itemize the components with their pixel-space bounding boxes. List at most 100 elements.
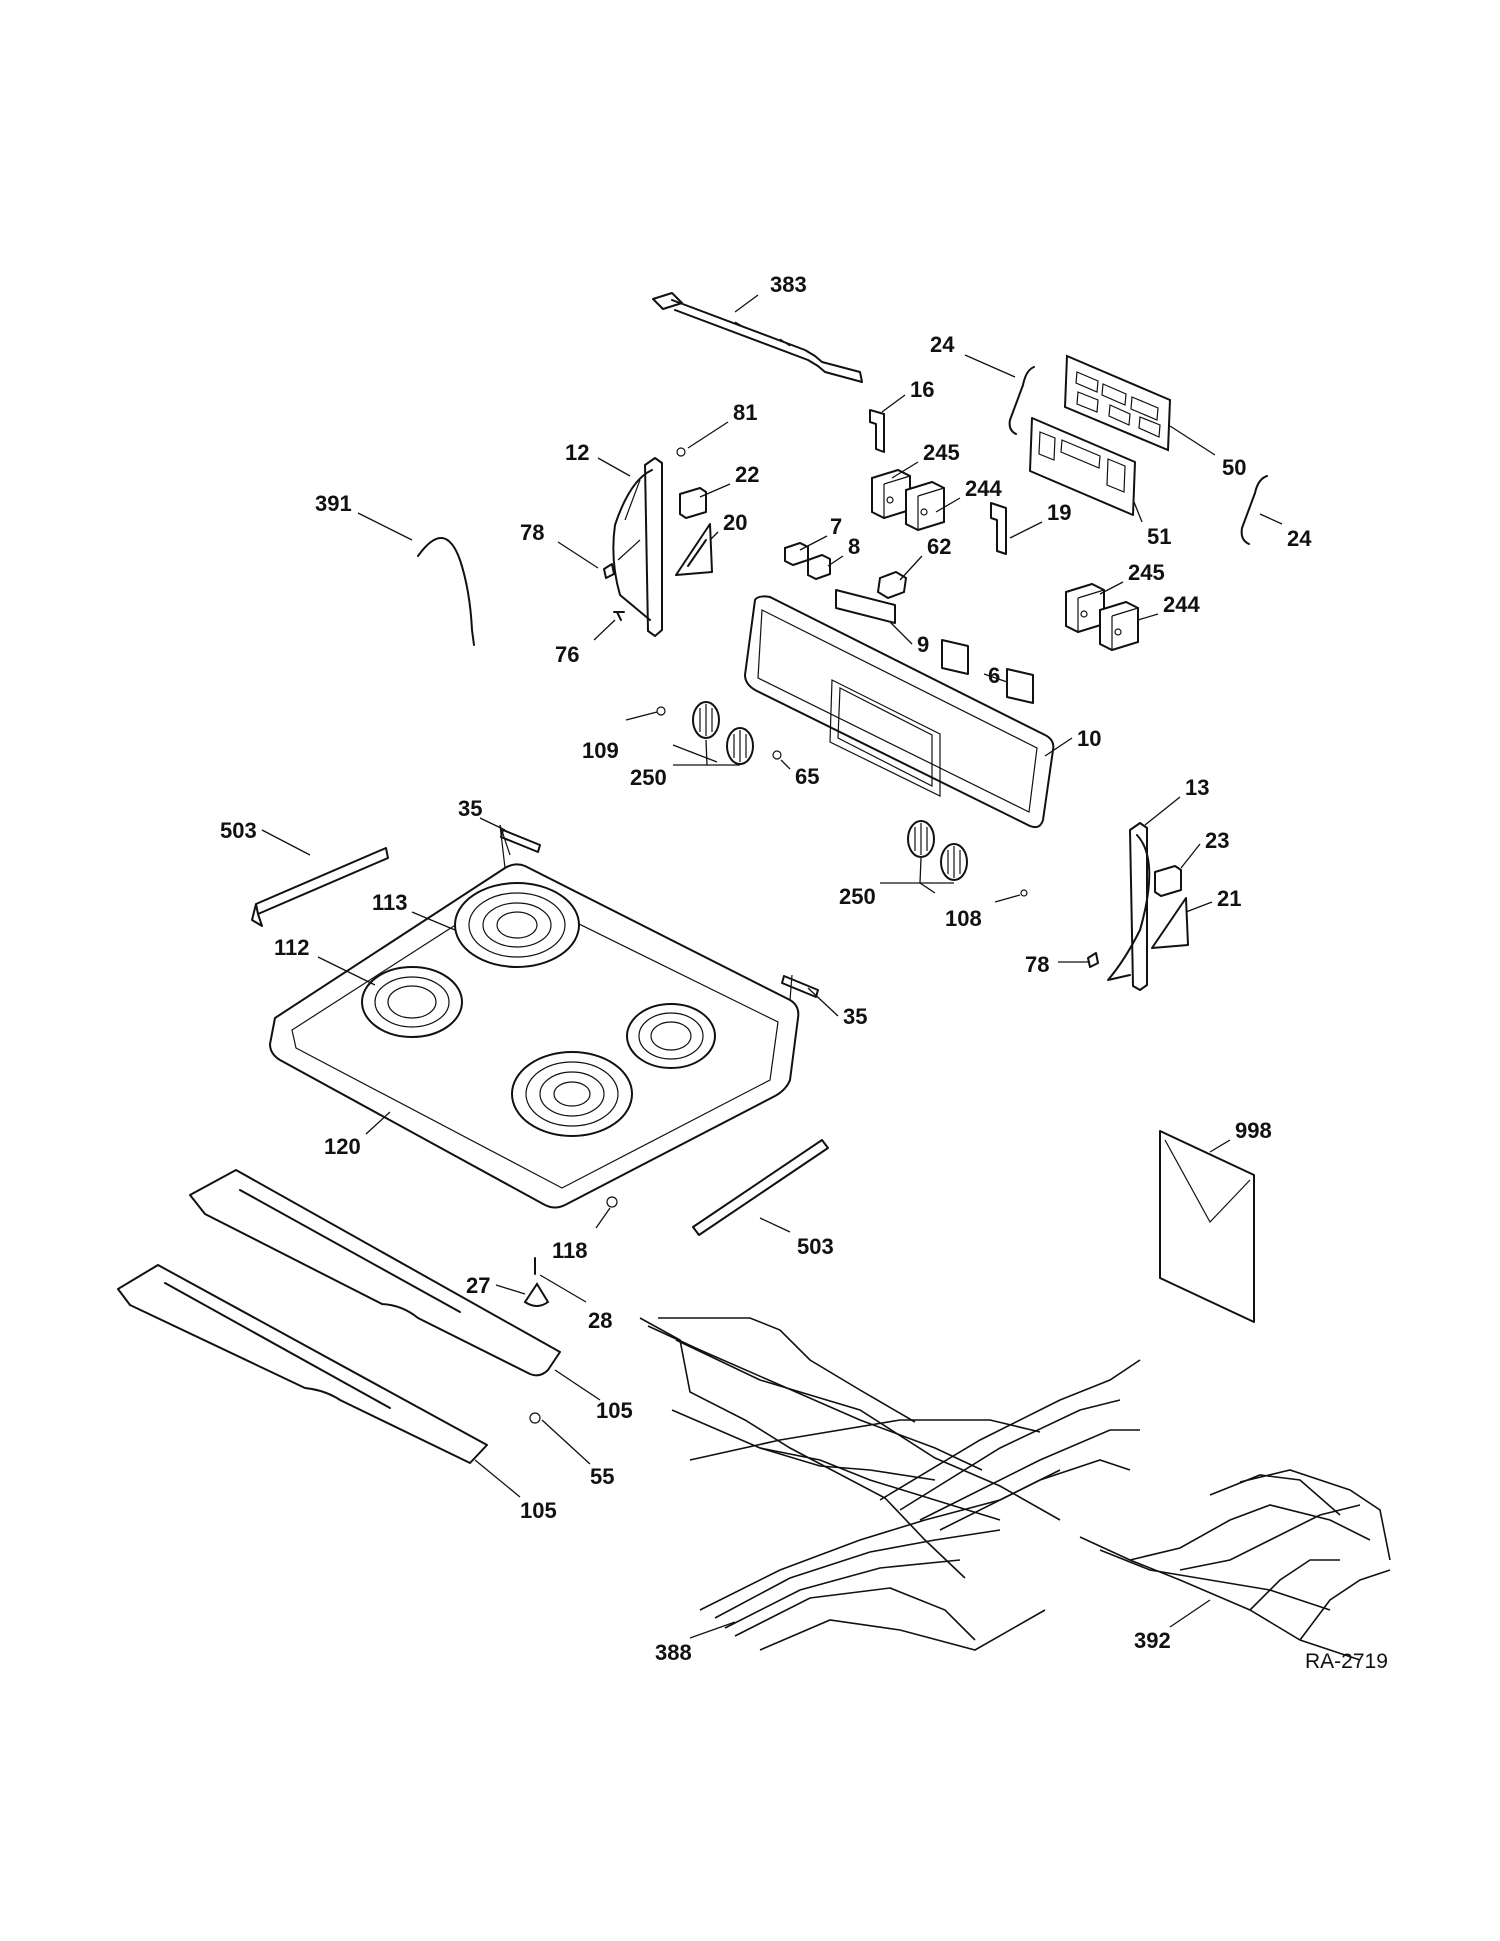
callout-245-lower: 245 (1128, 560, 1165, 585)
part-51-overlay (1029, 417, 1136, 516)
part-6-label-a (941, 639, 969, 675)
part-81-screw (676, 447, 686, 457)
part-244-switch-lower (1099, 600, 1139, 652)
callout-503-upper: 503 (220, 818, 257, 843)
callout-28: 28 (588, 1308, 612, 1333)
callout-109: 109 (582, 738, 619, 763)
burner-small-right (626, 1003, 716, 1069)
part-35-hinge-lower (781, 975, 819, 998)
part-78-fastener-lower (1087, 952, 1099, 968)
callout-10: 10 (1077, 726, 1101, 751)
callout-35-upper: 35 (458, 796, 482, 821)
part-12-side-trim (612, 457, 663, 637)
callout-62: 62 (927, 534, 951, 559)
callout-244-lower: 244 (1163, 592, 1200, 617)
callout-112: 112 (274, 935, 310, 960)
callout-24-lower: 24 (1287, 526, 1312, 551)
callout-383: 383 (770, 272, 807, 297)
callout-78-lower: 78 (1025, 952, 1049, 977)
callout-388: 388 (655, 1640, 692, 1665)
part-108-screw (1020, 889, 1028, 897)
part-13-side-trim (1107, 822, 1151, 991)
part-503-rail-lower (692, 1139, 829, 1236)
part-35-hinge-upper (500, 829, 541, 853)
callout-7: 7 (830, 514, 842, 539)
part-118-bumper (606, 1196, 618, 1208)
part-24-clip-lower (1240, 475, 1268, 545)
part-245-switch-upper (871, 468, 911, 520)
part-8-switch (807, 553, 831, 581)
part-6-label-b (1006, 668, 1034, 704)
callout-118: 118 (552, 1238, 588, 1263)
callout-35-lower: 35 (843, 1004, 867, 1029)
part-50-control-board (1063, 354, 1172, 452)
callout-391: 391 (315, 491, 352, 516)
callout-81: 81 (733, 400, 757, 425)
part-27-bumper (523, 1282, 550, 1307)
part-55-bumper (529, 1412, 541, 1424)
part-105-bracket-lower (117, 1264, 488, 1464)
callout-108: 108 (945, 906, 982, 931)
part-244-switch-upper (905, 480, 945, 532)
callout-113: 113 (372, 890, 408, 915)
callout-13: 13 (1185, 775, 1209, 800)
callout-250-upper: 250 (630, 765, 667, 790)
part-250-knobs-upper (692, 701, 754, 765)
part-113-burner-large (454, 882, 580, 968)
callout-20: 20 (723, 510, 747, 535)
part-105-bracket-upper (189, 1169, 561, 1377)
part-16-shield (869, 409, 885, 453)
callout-27: 27 (466, 1273, 490, 1298)
callout-21: 21 (1217, 886, 1241, 911)
callout-55: 55 (590, 1464, 614, 1489)
callout-23: 23 (1205, 828, 1229, 853)
callout-24-upper: 24 (930, 332, 955, 357)
part-998-literature (1159, 1130, 1255, 1323)
part-388-harness (639, 1317, 1141, 1651)
callout-22: 22 (735, 462, 759, 487)
part-109-screw (656, 706, 666, 716)
part-22-bracket (679, 487, 707, 519)
part-383-bracket (652, 292, 863, 383)
part-21-gusset (1151, 897, 1189, 949)
callout-105-lower: 105 (520, 1498, 557, 1523)
callout-51: 51 (1147, 524, 1171, 549)
callout-6: 6 (988, 663, 1000, 688)
part-23-bracket (1154, 865, 1182, 897)
callout-labels: 383 24 16 81 12 245 22 50 391 244 19 78 … (220, 272, 1388, 1673)
part-65-screw (772, 750, 782, 760)
part-392-harness (1079, 1469, 1391, 1661)
callout-12: 12 (565, 440, 589, 465)
leader-lines (261, 294, 1283, 1639)
callout-19: 19 (1047, 500, 1071, 525)
part-391-wire (417, 537, 475, 646)
callout-244-upper: 244 (965, 476, 1002, 501)
burner-front (511, 1051, 633, 1137)
part-19-shield (990, 502, 1007, 555)
callout-503-lower: 503 (797, 1234, 834, 1259)
callout-245-upper: 245 (923, 440, 960, 465)
part-112-burner-medium (361, 966, 463, 1038)
callout-250-lower: 250 (839, 884, 876, 909)
callout-78-upper: 78 (520, 520, 544, 545)
part-503-rail-upper (251, 847, 389, 927)
part-78-fastener-upper (603, 563, 615, 579)
callout-120: 120 (324, 1134, 361, 1159)
parts-drawing (117, 292, 1391, 1661)
part-76-screw (613, 611, 625, 621)
callout-9: 9 (917, 632, 929, 657)
part-62-switch (876, 570, 908, 600)
part-24-clip-upper (1008, 366, 1035, 435)
callout-65: 65 (795, 764, 819, 789)
callout-76: 76 (555, 642, 579, 667)
part-245-switch-lower (1065, 582, 1105, 634)
callout-105-upper: 105 (596, 1398, 633, 1423)
callout-8: 8 (848, 534, 860, 559)
part-250-knobs-lower (907, 820, 968, 881)
part-9-lens (835, 589, 896, 624)
callout-392: 392 (1134, 1628, 1171, 1653)
part-10-control-panel (744, 595, 1055, 829)
callout-16: 16 (910, 377, 934, 402)
callout-50: 50 (1222, 455, 1246, 480)
